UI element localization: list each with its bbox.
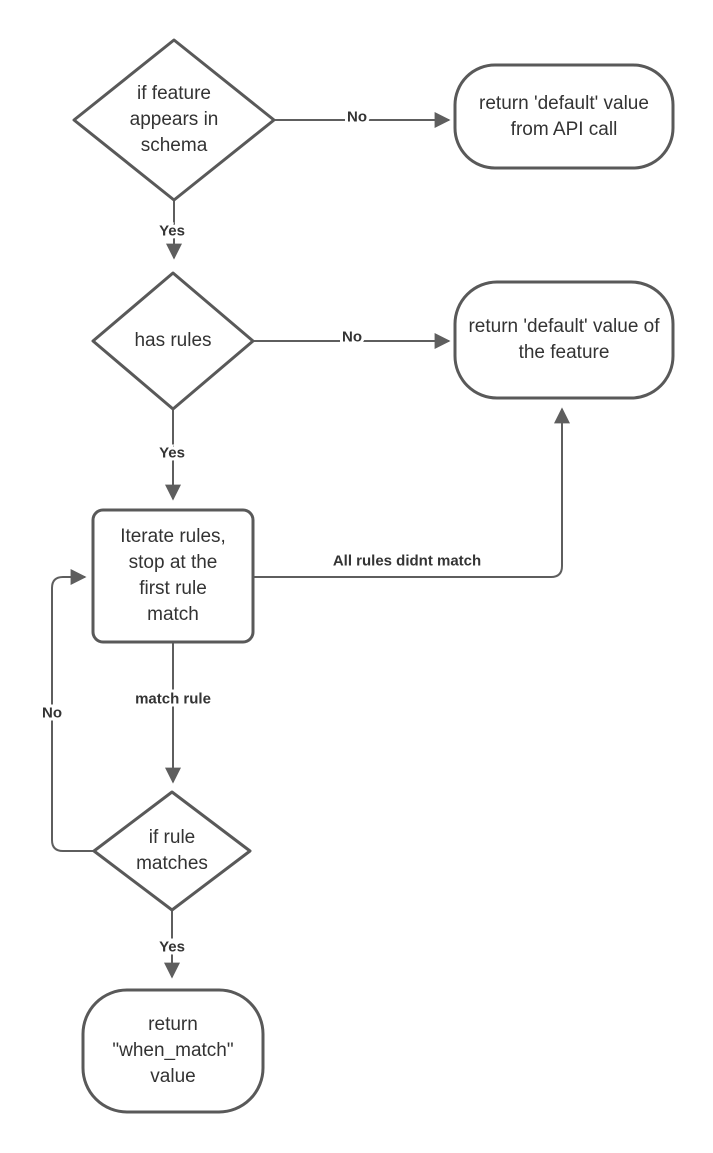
node-iterate-rules-labelbox: Iterate rules, stop at the first rule ma… (120, 526, 226, 625)
node-has-rules-label: has rules (134, 330, 212, 351)
node-return-feature-default-label: return 'default' value of the feature (468, 316, 660, 363)
node-iterate-rules-shape (91, 508, 255, 644)
edge-rules-no-label: No (342, 329, 362, 346)
node-return-when-match-labelbox: return "when_match" value (112, 1014, 234, 1087)
edge-rule-no-label: No (42, 705, 62, 722)
node-return-when-match-shape (81, 988, 265, 1114)
edge-rule-no-line (51, 569, 94, 852)
node-return-feature-default-shape (453, 280, 675, 400)
edge-rule-yes-label: Yes (159, 939, 185, 956)
nodes: if feature appears in schema return 'def… (72, 38, 675, 1114)
node-iterate-rules-label: Iterate rules, stop at the first rule ma… (120, 526, 226, 625)
edges (51, 112, 570, 979)
node-return-when-match-label: return "when_match" value (112, 1014, 234, 1087)
node-return-feature-default-labelbox: return 'default' value of the feature (468, 316, 660, 363)
node-rule-matches-shape (92, 790, 252, 912)
node-check-schema-labelbox: if feature appears in schema (129, 83, 219, 156)
edge-labels: No Yes No Yes All rules didnt match matc… (39, 106, 484, 959)
node-return-api-default-labelbox: return 'default' value from API call (479, 92, 649, 140)
edge-schema-yes-label: Yes (159, 223, 185, 240)
edge-schema-no-label: No (347, 109, 367, 126)
edge-rules-yes-label: Yes (159, 445, 185, 462)
edge-all-rules-didnt-match-line (253, 407, 570, 578)
node-check-schema-label: if feature appears in schema (129, 83, 219, 156)
edge-match-rule-label: match rule (135, 691, 211, 708)
node-check-schema-shape (72, 38, 276, 202)
node-has-rules-shape (91, 271, 255, 411)
edge-all-rules-didnt-match-label: All rules didnt match (333, 553, 481, 570)
node-return-api-default-label: return 'default' value from API call (479, 92, 649, 140)
node-has-rules-labelbox: has rules (134, 330, 212, 351)
node-rule-matches-labelbox: if rule matches (136, 827, 208, 874)
node-rule-matches-label: if rule matches (136, 827, 208, 874)
node-return-api-default-shape (453, 63, 675, 170)
